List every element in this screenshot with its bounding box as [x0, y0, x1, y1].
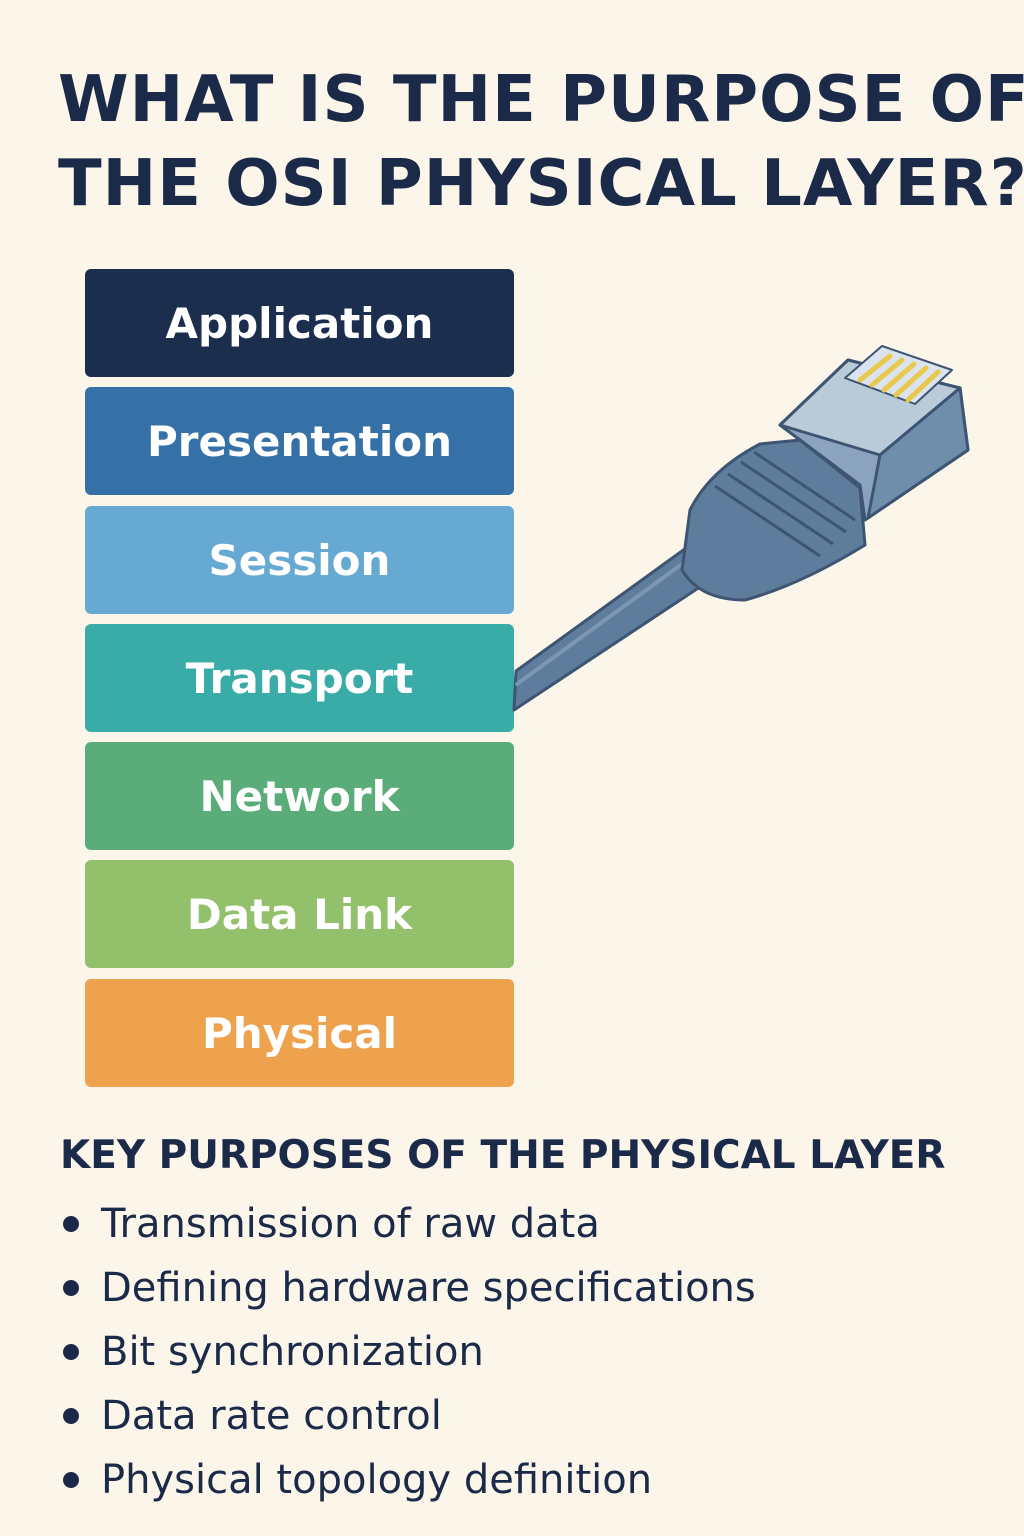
cable-boot-ridge: [727, 472, 834, 546]
connector-top-face: [778, 358, 962, 457]
list-item: Defining hardware specifications: [60, 1256, 756, 1320]
connector-contact-window: [844, 345, 953, 405]
layer-application: Application: [85, 269, 514, 377]
layer-label: Physical: [201, 1008, 398, 1058]
list-item: Data rate control: [60, 1384, 756, 1448]
layer-presentation: Presentation: [85, 387, 514, 495]
page-title-line-1: WHAT IS THE PURPOSE OF: [58, 63, 1024, 137]
bullet-icon: [63, 1280, 79, 1296]
layer-network: Network: [85, 742, 514, 850]
connector-contact-pin: [857, 353, 893, 383]
connector-contact-pin: [905, 369, 941, 403]
layer-label: Session: [208, 535, 391, 585]
cable-wire: [512, 536, 720, 712]
key-purposes-heading: KEY PURPOSES OF THE PHYSICAL LAYER: [60, 1133, 946, 1178]
cable-boot-ridge: [753, 450, 856, 522]
cable-wire-highlight: [515, 549, 702, 686]
bullet-icon: [63, 1216, 79, 1232]
layer-label: Presentation: [146, 416, 452, 466]
list-item-text: Data rate control: [101, 1393, 442, 1439]
connector-body: [778, 358, 970, 522]
page-title-line-2: THE OSI PHYSICAL LAYER?: [58, 147, 1024, 221]
layer-label: Transport: [185, 653, 414, 703]
list-item-text: Transmission of raw data: [101, 1201, 600, 1247]
list-item: Bit synchronization: [60, 1320, 756, 1384]
list-item: Transmission of raw data: [60, 1192, 756, 1256]
layer-label: Application: [165, 298, 434, 348]
cable-boot-ridge: [714, 484, 821, 558]
layer-label: Network: [199, 771, 400, 821]
list-item: Physical topology definition: [60, 1448, 756, 1512]
list-item-text: Physical topology definition: [101, 1457, 653, 1503]
layer-data-link: Data Link: [85, 860, 514, 968]
layer-session: Session: [85, 506, 514, 614]
connector-contact-pin: [893, 365, 929, 398]
layer-transport: Transport: [85, 624, 514, 732]
connector-contact-pin: [869, 357, 905, 388]
bullet-icon: [63, 1408, 79, 1424]
cable-boot-ridge: [740, 460, 847, 534]
connector-contact-pin: [881, 361, 917, 393]
bullet-icon: [63, 1344, 79, 1360]
connector-side-face: [866, 386, 970, 520]
cable-boot: [680, 438, 867, 602]
list-item-text: Bit synchronization: [101, 1329, 484, 1375]
bullet-icon: [63, 1472, 79, 1488]
layer-label: Data Link: [186, 889, 413, 939]
page-title: WHAT IS THE PURPOSE OF THE OSI PHYSICAL …: [58, 58, 1024, 226]
layer-physical: Physical: [85, 979, 514, 1087]
list-item-text: Defining hardware specifications: [101, 1265, 756, 1311]
key-purposes-list: Transmission of raw data Defining hardwa…: [60, 1192, 756, 1512]
